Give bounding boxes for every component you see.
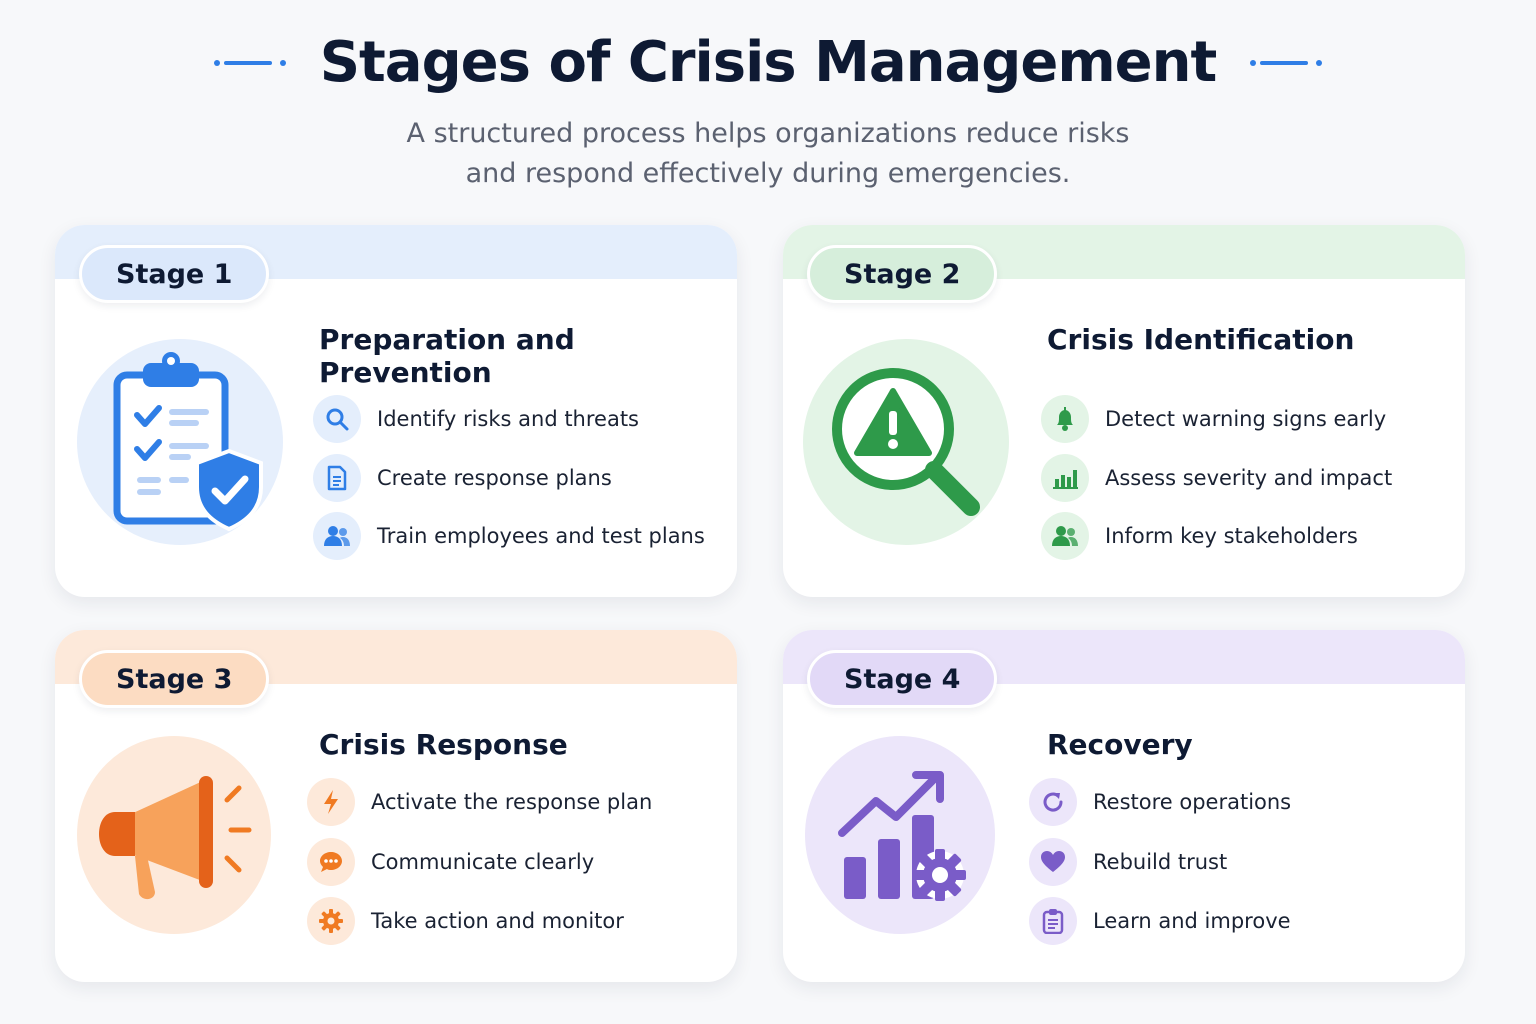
stage-card-3: Stage 3 Crisis Response Activate the res… [55,630,737,982]
growth-chart-gear-icon [805,736,995,934]
bell-icon [1041,395,1089,443]
stage-title: Crisis Identification [1047,323,1355,356]
list-item: Rebuild trust [1029,838,1227,886]
search-icon [313,395,361,443]
people-icon [1041,512,1089,560]
list-item: Train employees and test plans [313,512,705,560]
stage-title: Recovery [1047,728,1193,761]
page-subtitle: A structured process helps organizations… [0,114,1536,194]
item-text: Learn and improve [1093,909,1291,933]
chat-bubble-icon [307,838,355,886]
subtitle-line-1: A structured process helps organizations… [406,118,1130,149]
stage-title: Crisis Response [319,728,568,761]
header: Stages of Crisis Management A structured… [0,0,1536,210]
clipboard-icon [1029,897,1077,945]
page-title: Stages of Crisis Management [319,30,1218,95]
megaphone-icon [77,736,271,934]
item-text: Communicate clearly [371,850,595,874]
title-decoration-left [213,58,286,68]
stage-badge: Stage 4 [807,650,998,708]
list-item: Identify risks and threats [313,395,639,443]
item-text: Identify risks and threats [377,407,639,431]
heart-icon [1029,838,1077,886]
item-text: Activate the response plan [371,790,653,814]
subtitle-line-2: and respond effectively during emergenci… [465,158,1071,189]
stage-badge: Stage 1 [79,245,270,303]
bar-chart-icon [1041,454,1089,502]
list-item: Assess severity and impact [1041,454,1392,502]
people-icon [313,512,361,560]
stage-badge: Stage 2 [807,245,998,303]
item-text: Train employees and test plans [377,524,705,548]
list-item: Take action and monitor [307,897,624,945]
list-item: Restore operations [1029,778,1291,826]
lightning-icon [307,778,355,826]
stage-card-2: Stage 2 Crisis Identification Detect war… [783,225,1465,597]
list-item: Learn and improve [1029,897,1291,945]
gear-icon [307,897,355,945]
stage-badge: Stage 3 [79,650,270,708]
stage-title: Preparation and Prevention [319,323,575,389]
stage-card-1: Stage 1 Preparation and Prevention Ident… [55,225,737,597]
item-text: Restore operations [1093,790,1292,814]
list-item: Inform key stakeholders [1041,512,1358,560]
item-text: Rebuild trust [1093,850,1228,874]
stage-card-4: Stage 4 [783,630,1465,982]
refresh-icon [1029,778,1077,826]
document-icon [313,454,361,502]
clipboard-shield-icon [77,339,283,545]
item-text: Inform key stakeholders [1105,524,1358,548]
list-item: Create response plans [313,454,612,502]
title-decoration-right [1250,58,1323,68]
list-item: Communicate clearly [307,838,594,886]
item-text: Take action and monitor [371,909,624,933]
list-item: Detect warning signs early [1041,395,1386,443]
magnifier-warning-icon [803,339,1009,545]
list-item: Activate the response plan [307,778,652,826]
title-row: Stages of Crisis Management [0,30,1536,95]
item-text: Assess severity and impact [1105,466,1393,490]
item-text: Create response plans [377,466,612,490]
item-text: Detect warning signs early [1105,407,1387,431]
